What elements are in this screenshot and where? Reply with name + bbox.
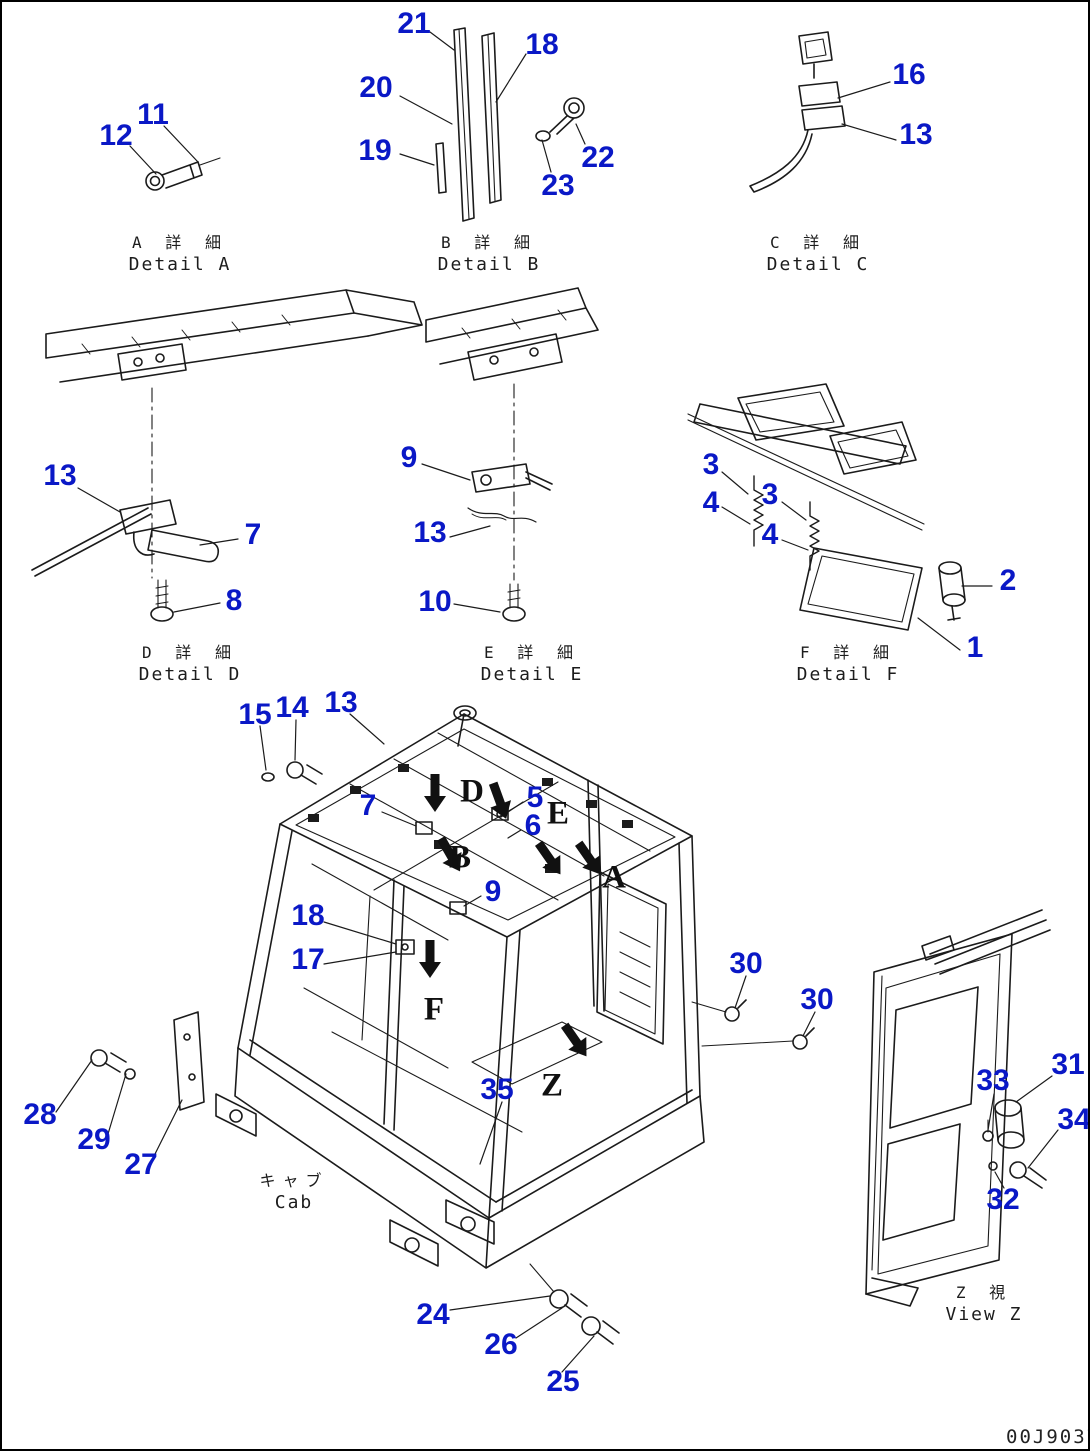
callout-number: 7 (359, 789, 377, 822)
detail-caption: D 詳 細 Detail D (139, 642, 242, 686)
detail-caption-en: Cab (274, 1192, 314, 1213)
callout-number: 28 (23, 1098, 57, 1131)
callout-number: 20 (359, 71, 393, 104)
detail-caption-jp: B 詳 細 (441, 233, 537, 252)
callout-number: 3 (761, 478, 779, 511)
callout-number: 8 (225, 584, 243, 617)
callout-number: 29 (77, 1123, 111, 1156)
callout-number: 13 (413, 516, 447, 549)
view-z-door (865, 909, 1051, 1307)
callout-number: 26 (484, 1328, 518, 1361)
callout-number: 21 (397, 7, 431, 40)
detail-caption-en: Detail A (128, 254, 232, 275)
view-reference-letter: F (423, 991, 445, 1028)
detail-caption: C 詳 細 Detail C (767, 232, 870, 276)
callout-number: 18 (525, 28, 559, 61)
detail-caption-jp: F 詳 細 (800, 643, 896, 662)
callout-number: 9 (400, 441, 418, 474)
cab-wireframe (215, 705, 705, 1269)
callout-number: 13 (43, 459, 77, 492)
callout-number: 19 (358, 134, 392, 167)
callout-number: 17 (291, 943, 325, 976)
callout-number: 9 (484, 875, 502, 908)
callout-number: 6 (524, 809, 542, 842)
callout-number: 7 (244, 518, 262, 551)
clip-30-parts (691, 999, 815, 1050)
detail-caption-jp: Z 視 (955, 1283, 1013, 1302)
view-reference-letter: D (460, 773, 484, 810)
detail-caption-jp: キャブ (259, 1171, 329, 1190)
detail-f-hardware (687, 383, 966, 631)
callout-number: 32 (986, 1183, 1020, 1216)
leader-lines (55, 31, 1059, 1373)
detail-caption: A 詳 細 Detail A (129, 232, 232, 276)
callout-number: 16 (892, 58, 926, 91)
detail-e-hardware (467, 463, 553, 622)
callout-number: 13 (899, 118, 933, 151)
detail-a-hardware (145, 157, 221, 191)
callout-number: 3 (702, 448, 720, 481)
view-reference-letter: A (602, 859, 626, 896)
callout-number: 11 (137, 98, 169, 131)
detail-b-hardware (435, 27, 585, 222)
callout-number: 4 (702, 486, 720, 519)
callout-number: 34 (1057, 1103, 1090, 1136)
callout-number: 22 (581, 141, 615, 174)
callout-number: 12 (99, 119, 133, 152)
callout-number: 30 (800, 983, 834, 1016)
detail-caption-en: View Z (945, 1304, 1023, 1325)
callout-number: 2 (999, 564, 1017, 597)
callout-number: 23 (541, 169, 575, 202)
view-arrows (419, 774, 601, 1057)
left-side-hardware (90, 1011, 205, 1111)
detail-c-hardware (749, 31, 846, 193)
callout-number: 33 (976, 1064, 1010, 1097)
callout-number: 25 (546, 1365, 580, 1398)
callout-number: 1 (966, 631, 984, 664)
callout-number: 13 (324, 686, 358, 719)
callout-number: 24 (416, 1298, 450, 1331)
callout-number: 27 (124, 1148, 158, 1181)
detail-caption-en: Detail F (796, 664, 900, 685)
callout-number: 30 (729, 947, 763, 980)
callout-number: 5 (526, 781, 544, 814)
detail-caption-jp: D 詳 細 (142, 643, 238, 662)
callout-number: 35 (480, 1073, 514, 1106)
document-number: 00J90374 (1006, 1426, 1088, 1448)
detail-caption-en: Detail B (437, 254, 541, 275)
rail-left (45, 289, 423, 579)
view-reference-letter: B (448, 839, 472, 876)
detail-d-hardware (31, 499, 220, 622)
rail-center (425, 287, 599, 581)
callout-number: 10 (418, 585, 452, 618)
callout-number: 31 (1051, 1048, 1085, 1081)
detail-caption: F 詳 細 Detail F (797, 642, 900, 686)
detail-caption: E 詳 細 Detail E (481, 642, 584, 686)
view-reference-letter: E (546, 795, 570, 832)
callout-number: 4 (761, 518, 779, 551)
callout-number: 14 (275, 691, 309, 724)
detail-caption-jp: E 詳 細 (484, 643, 580, 662)
bottom-hardware (529, 1263, 620, 1345)
callout-number: 18 (291, 899, 325, 932)
detail-caption-en: Detail C (766, 254, 870, 275)
detail-caption-en: Detail D (138, 664, 242, 685)
callout-number: 15 (238, 698, 272, 731)
detail-caption-en: Detail E (480, 664, 584, 685)
view-reference-letter: Z (540, 1067, 564, 1104)
detail-caption: Z 視 View Z (945, 1282, 1022, 1326)
detail-caption-jp: A 詳 細 (132, 233, 228, 252)
detail-caption-jp: C 詳 細 (770, 233, 866, 252)
detail-caption: B 詳 細 Detail B (438, 232, 541, 276)
detail-caption: キャブ Cab (259, 1170, 328, 1214)
